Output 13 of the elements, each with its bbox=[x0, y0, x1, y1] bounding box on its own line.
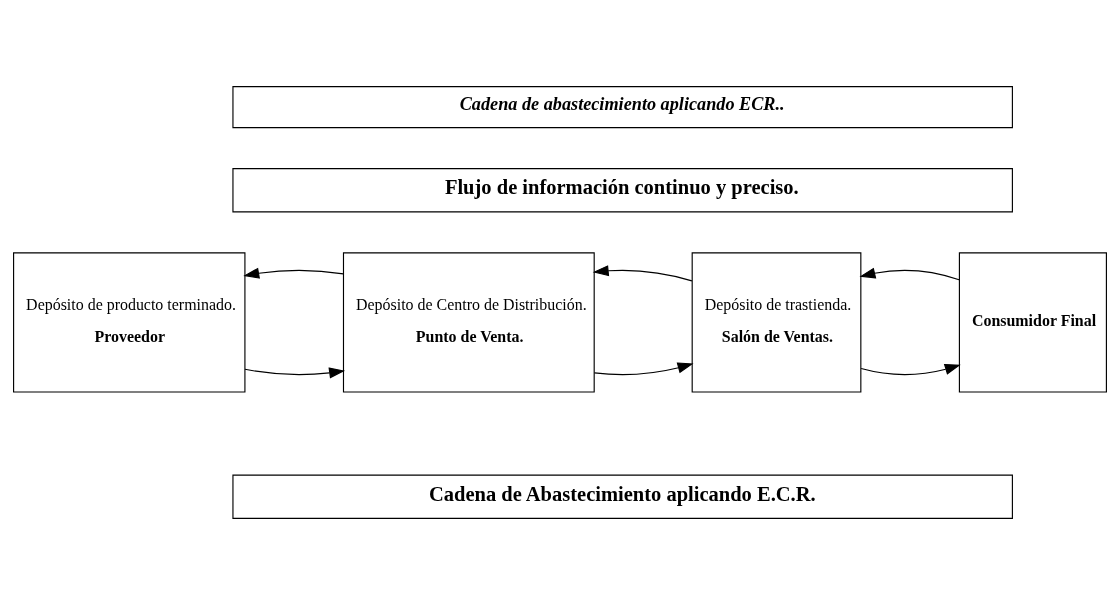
node-box: Cadena de abastecimiento aplicando ECR.. bbox=[232, 85, 1013, 128]
arrow bbox=[592, 264, 693, 281]
node-box: Depósito de trastienda. Salón de Ventas. bbox=[691, 251, 862, 392]
node-box: Consumidor Final bbox=[958, 251, 1107, 392]
arrow bbox=[243, 267, 344, 279]
arrow bbox=[244, 366, 346, 378]
arrow bbox=[593, 361, 694, 375]
node-box: Depósito de Centro de Distribución. Punto de Venta. bbox=[342, 251, 595, 392]
node-box: Cadena de Abastecimiento aplicando E.C.R. bbox=[232, 474, 1013, 519]
arrow bbox=[860, 363, 961, 375]
node-box: Flujo de información continuo y preciso. bbox=[232, 167, 1013, 212]
arrow bbox=[859, 267, 960, 280]
node-box: Depósito de producto terminado. Proveedor bbox=[13, 251, 246, 392]
